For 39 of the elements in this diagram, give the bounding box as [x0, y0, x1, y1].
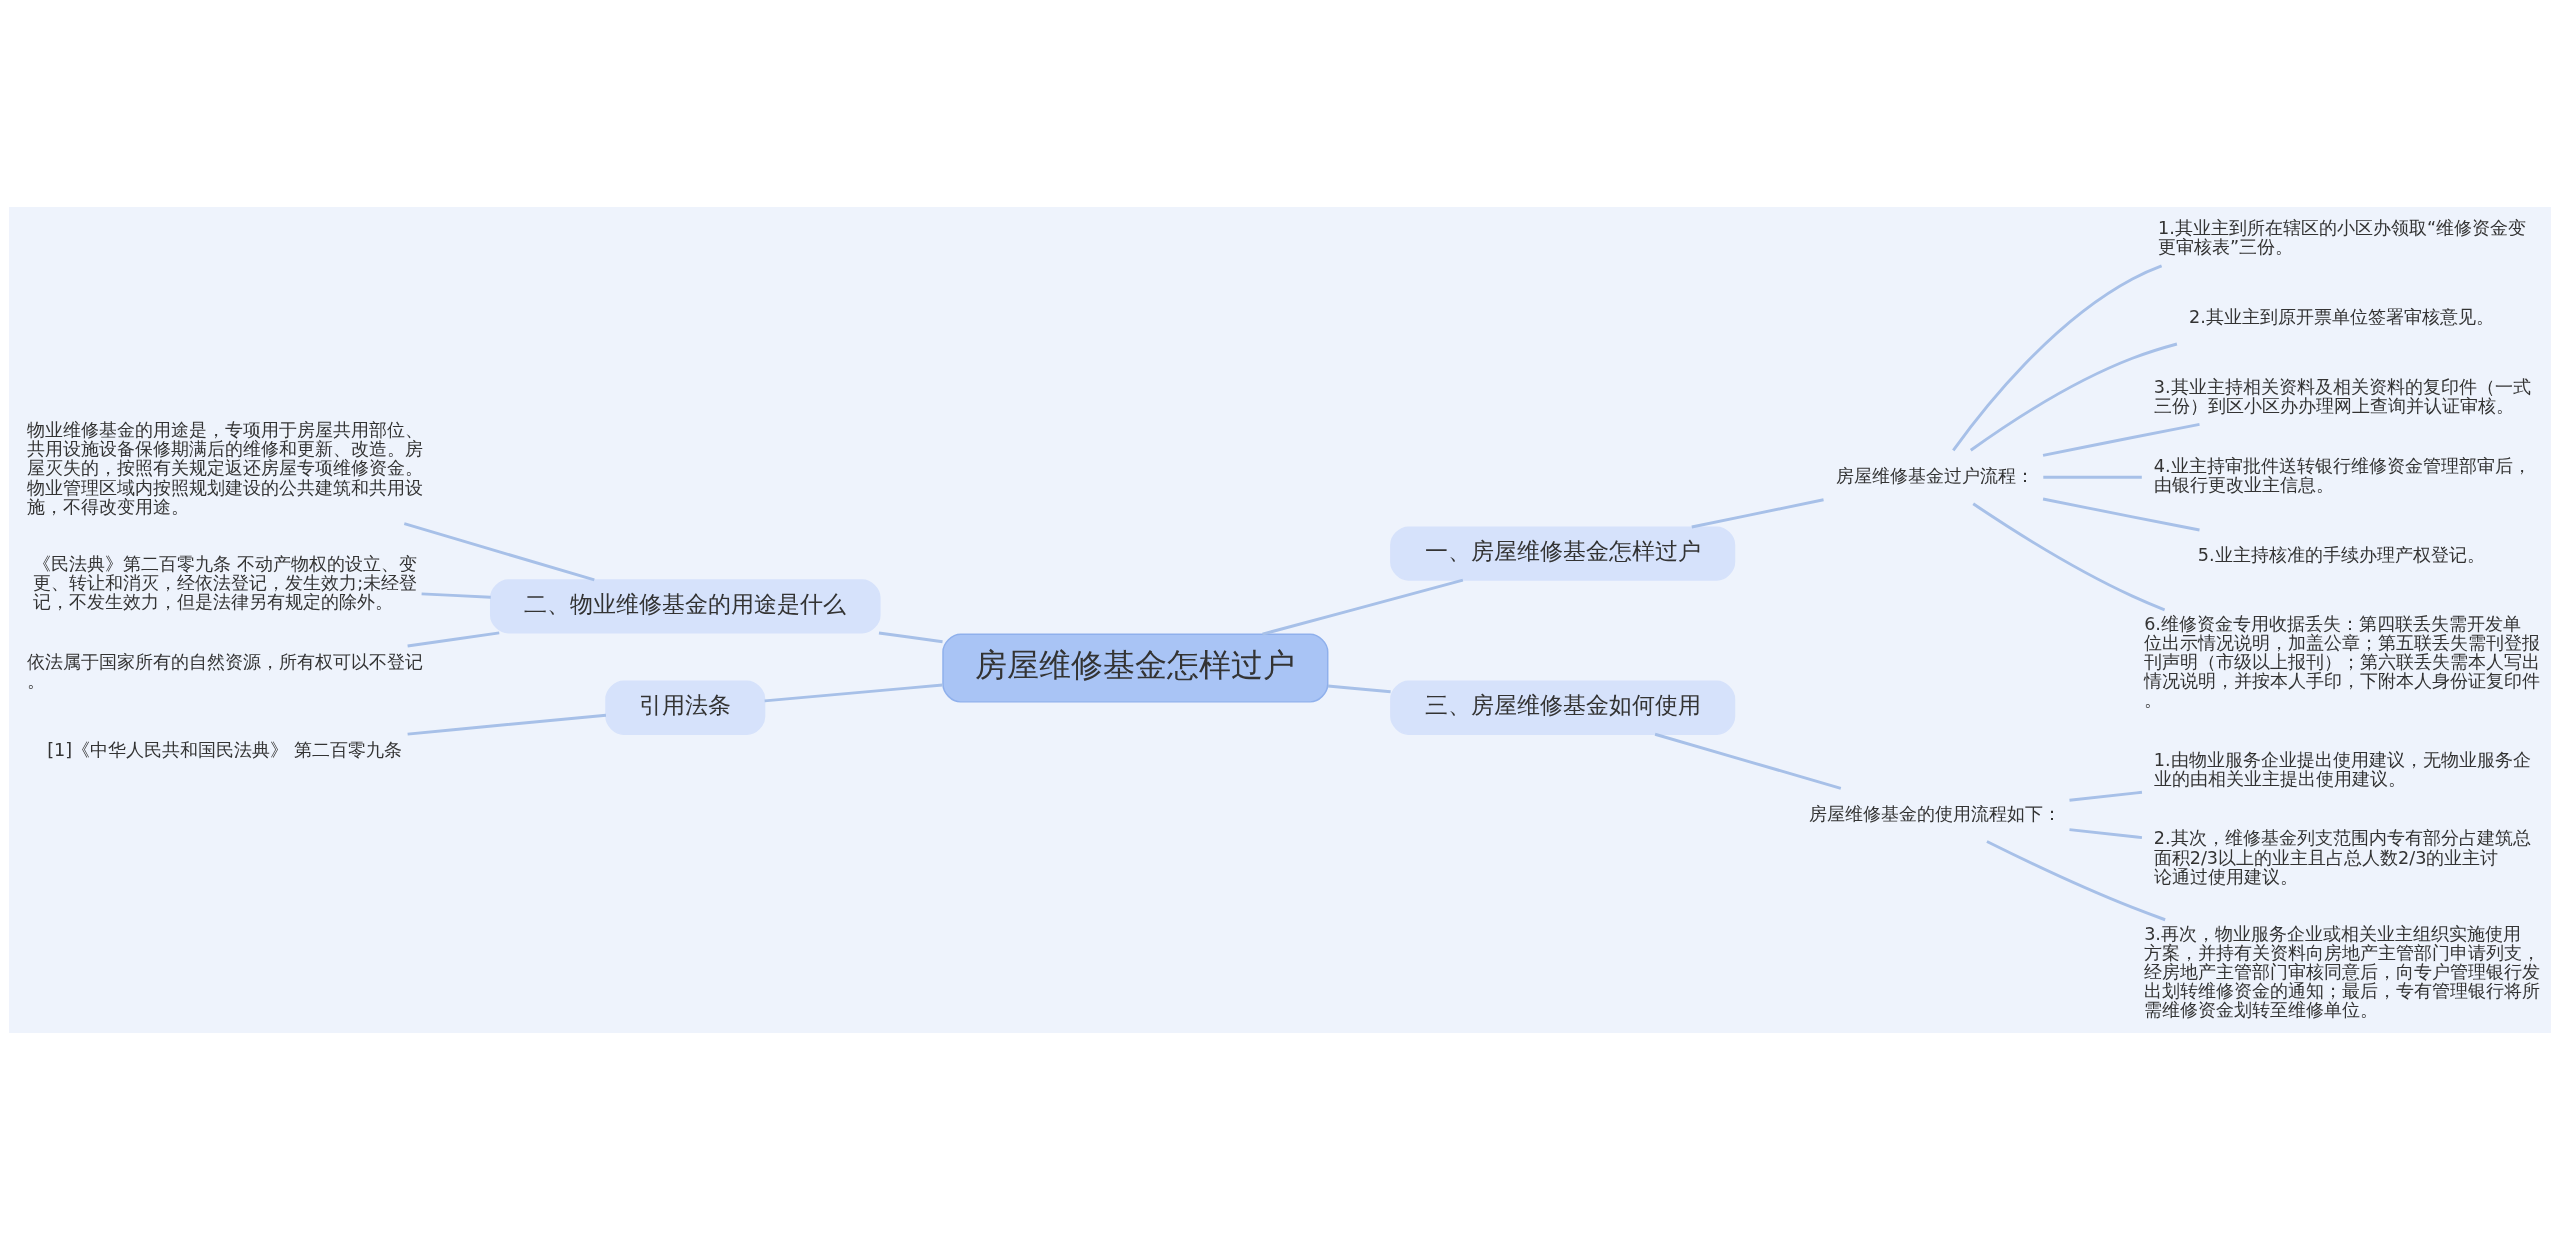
connector: [878, 631, 943, 643]
connector: [407, 713, 607, 736]
connector: [764, 683, 943, 702]
node-box: 三、房屋维修基金如何使用: [1390, 680, 1736, 735]
node-text: 4.业主持审批件送转银行维修资金管理部审后，由银行更改业主信息。: [2153, 455, 2531, 495]
connector: [1262, 578, 1464, 636]
node-text: 房屋维修基金过户流程：: [1835, 465, 2034, 486]
connector: [2042, 422, 2200, 457]
node-box: 引用法条: [605, 680, 766, 735]
node-box: 一、房屋维修基金怎样过户: [1390, 525, 1736, 581]
node-text: 房屋维修基金的使用流程如下：: [1809, 802, 2062, 823]
connector: [1986, 839, 2166, 921]
connector: [407, 630, 500, 647]
connector: [421, 591, 491, 599]
connector: [1969, 342, 2178, 451]
connector: [2069, 790, 2143, 802]
node-text: 3.其业主持相关资料及相关资料的复印件（一式三份）到区小区办办理网上查询并认证审核。: [2153, 376, 2531, 416]
node-box: 二、物业维修基金的用途是什么: [489, 578, 881, 634]
node-text: 2.其次，维修基金列支范围内专有部分占建筑总面积2/3以上的业主且占总人数2/3的业主讨论通过使用建议。: [2153, 827, 2531, 887]
node-text: 1.其业主到所在辖区的小区办领取“维修资金变更审核表”三份。: [2158, 217, 2527, 257]
connector: [2043, 475, 2142, 479]
connector: [2042, 497, 2200, 531]
connector: [403, 521, 595, 581]
connector: [1691, 497, 1824, 528]
node-text: 2.其业主到原开票单位签署审核意见。: [2188, 306, 2494, 327]
node-text: 物业维修基金的用途是，专项用于房屋共用部位、共用设施设备保修期满后的维修和更新、改造。房屋灭失的，按照有关规定返还房屋专项维修资金。物业管理区域内按照规划建设的公共建筑和共用设施，不得改变用途。: [26, 419, 423, 517]
node-text: 3.再次，物业服务企业或相关业主组织实施使用方案，并持有关资料向房地产主管部门申请列支，经房地产主管部门审核同意后，向专户管理银行发出划转维修资金的通知；最后，专有管理银行将所需维修资金划转至维修单位。: [2144, 923, 2541, 1020]
connector: [1327, 684, 1391, 693]
node-text: [1]《中华人民共和国民法典》 第二百零九条: [47, 739, 402, 760]
connector: [2069, 827, 2143, 839]
node-text: 1.由物业服务企业提出使用建议，无物业服务企业的由相关业主提出使用建议。: [2153, 749, 2531, 789]
node-box: 房屋维修基金怎样过户: [942, 633, 1329, 703]
node-text: 5.业主持核准的手续办理产权登记。: [2197, 544, 2485, 565]
node-text: 《民法典》第二百零九条 不动产物权的设立、变更、转让和消灭，经依法登记，发生效力;未经登记，不发生效力，但是法律另有规定的除外。: [33, 553, 418, 612]
node-text: 6.维修资金专用收据丢失：第四联丢失需开发单位出示情况说明，加盖公章；第五联丢失需刊登报刊声明（市级以上报刊）；第六联丢失需本人写出情况说明，并按本人手印，下附本人身份证复印件。: [2144, 613, 2541, 710]
node-text: 依法属于国家所有的自然资源，所有权可以不登记。: [26, 651, 423, 691]
connector: [1972, 502, 2166, 611]
connector: [1654, 732, 1842, 790]
connector: [1952, 264, 2163, 451]
